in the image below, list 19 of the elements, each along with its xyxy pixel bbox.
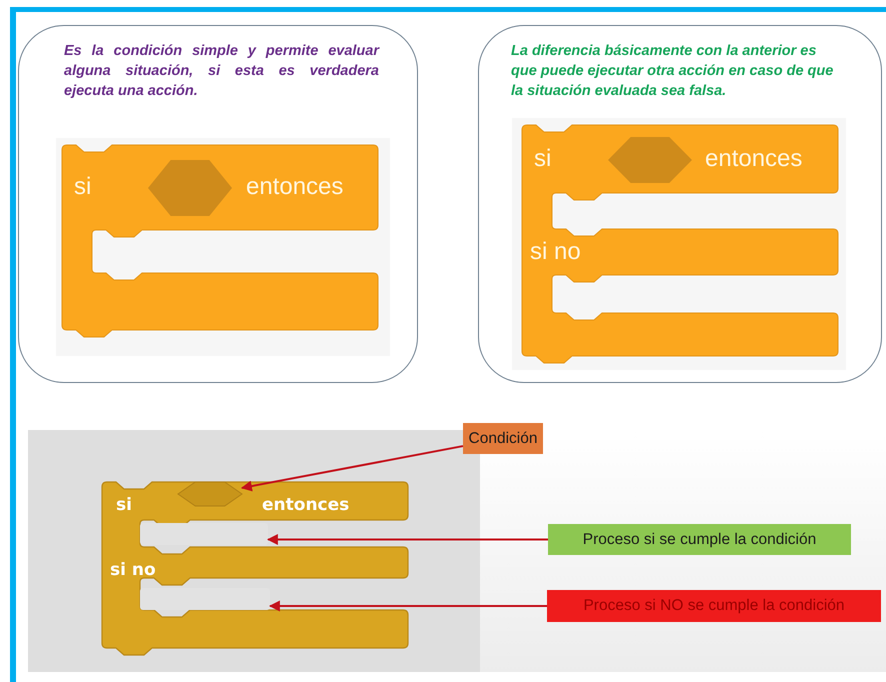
block-label: si no — [530, 238, 581, 266]
block-label: si — [534, 145, 552, 173]
statement-slot — [140, 523, 268, 545]
block-label: si no — [110, 560, 156, 580]
block-label: si — [116, 495, 132, 515]
arrow — [240, 445, 464, 492]
process-tag: Proceso si se cumple la condición — [548, 524, 851, 555]
block-label: si — [74, 173, 92, 201]
arrow — [266, 534, 548, 545]
block-label: entonces — [246, 173, 344, 201]
block-label: entonces — [262, 495, 350, 515]
description-text: Es la condición simple y permite evaluar alguna situación, si esta es verdadera ejecuta una acción. — [64, 42, 379, 101]
process-tag: Proceso si NO se cumple la condición — [547, 590, 881, 622]
statement-slot — [140, 588, 270, 610]
condition-tag: Condición — [463, 423, 543, 454]
description-text: La diferencia básicamente con la anterior es que puede ejecutar otra acción en caso de que la situación evaluada sea falsa. — [511, 42, 834, 101]
condition-slot — [178, 482, 242, 506]
block-label: entonces — [705, 145, 802, 173]
arrow — [268, 600, 547, 612]
